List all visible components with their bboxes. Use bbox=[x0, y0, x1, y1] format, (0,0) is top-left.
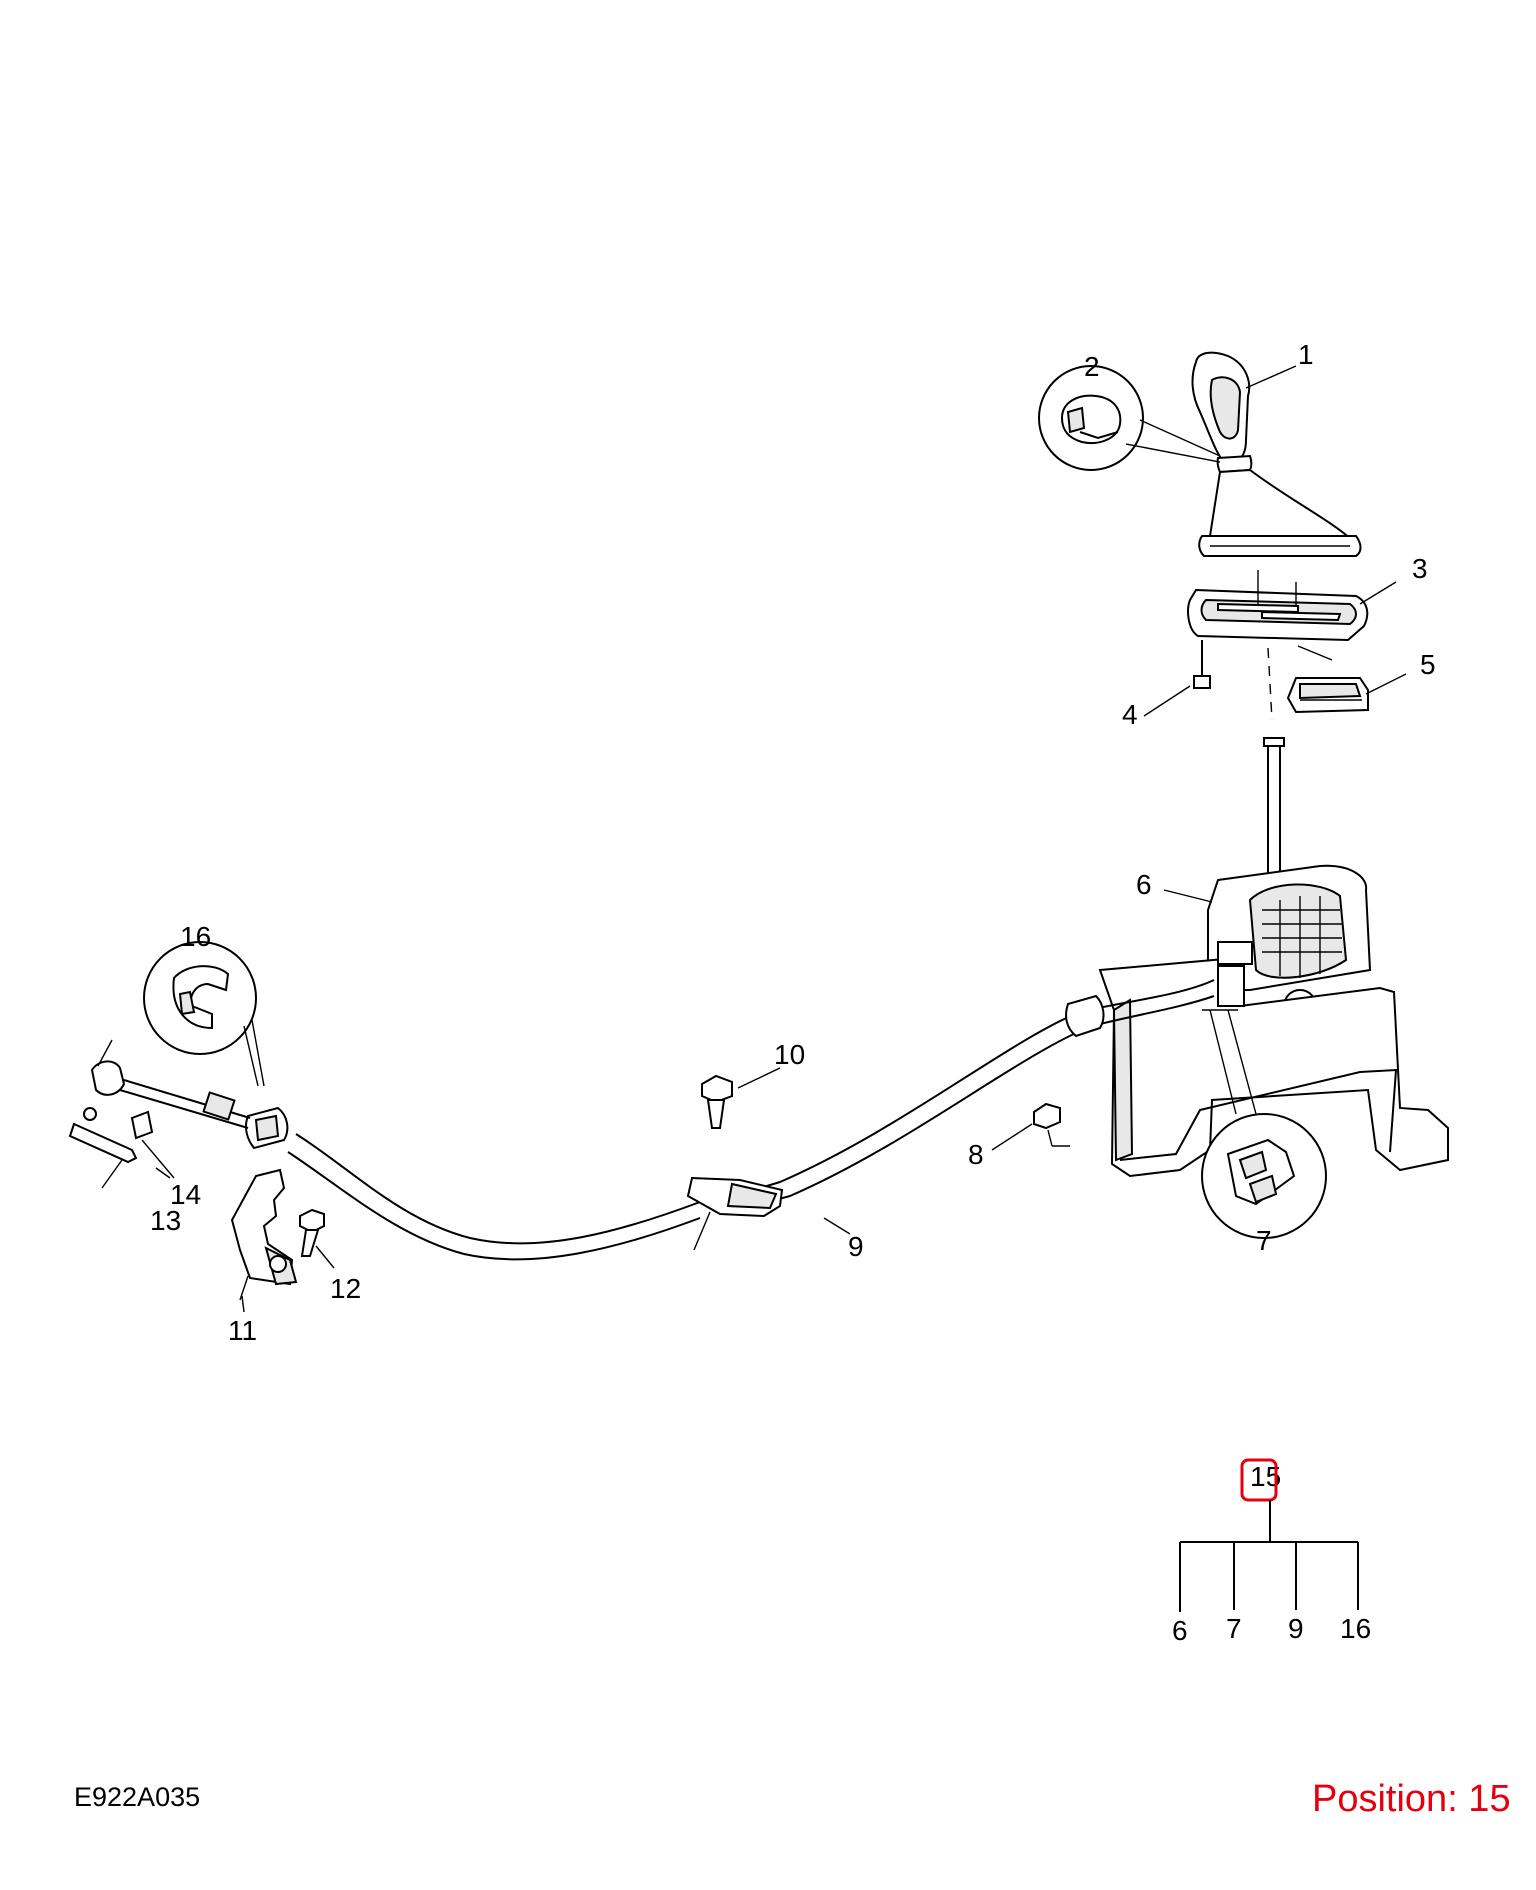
callout-10: 10 bbox=[774, 1039, 805, 1070]
diagram-reference-code: E922A035 bbox=[74, 1782, 201, 1812]
assembly-child-6[interactable]: 6 bbox=[1172, 1615, 1188, 1646]
callout-9: 9 bbox=[848, 1231, 864, 1262]
callout-13: 13 bbox=[150, 1205, 181, 1236]
callout-leader-lines bbox=[141, 365, 1407, 1313]
cable-retaining-clip-detail[interactable] bbox=[1201, 1009, 1327, 1239]
assembly-tree: 15 6 7 9 16 bbox=[1172, 1458, 1371, 1646]
gear-selector-housing-part[interactable] bbox=[1098, 737, 1449, 1178]
callout-1: 1 bbox=[1298, 339, 1314, 370]
callout-8: 8 bbox=[968, 1139, 984, 1170]
callout-7: 7 bbox=[1256, 1225, 1272, 1256]
callout-5: 5 bbox=[1420, 649, 1436, 680]
callout-11: 11 bbox=[228, 1315, 257, 1346]
callout-4: 4 bbox=[1122, 699, 1138, 730]
selector-lever-part[interactable] bbox=[68, 1107, 138, 1189]
position-indicator: Position: 15 bbox=[1312, 1778, 1511, 1820]
gear-knob-boot-part[interactable] bbox=[1191, 351, 1362, 557]
assembly-child-9[interactable]: 9 bbox=[1288, 1613, 1304, 1644]
callout-2: 2 bbox=[1084, 351, 1100, 382]
shift-gate-bezel-part[interactable] bbox=[1187, 570, 1369, 661]
shift-cable-part[interactable] bbox=[90, 979, 1215, 1261]
housing-nut-part[interactable] bbox=[1033, 1102, 1070, 1147]
callout-14: 14 bbox=[170, 1179, 201, 1210]
cable-clip-detail[interactable] bbox=[143, 941, 265, 1087]
selected-position-highlight bbox=[1240, 1458, 1278, 1502]
indicator-module-part[interactable] bbox=[1286, 677, 1369, 714]
lever-bushing-part[interactable] bbox=[130, 1110, 154, 1140]
assembly-child-7[interactable]: 7 bbox=[1226, 1613, 1242, 1644]
callout-6: 6 bbox=[1136, 869, 1152, 900]
bezel-screw-part[interactable] bbox=[1193, 640, 1211, 689]
bracket-bolt-part[interactable] bbox=[299, 1208, 325, 1257]
cable-bracket-bolt-part[interactable] bbox=[701, 1074, 733, 1129]
shift-axis-dashed-line bbox=[1267, 647, 1273, 721]
cable-support-bracket-part[interactable] bbox=[230, 1168, 298, 1301]
callout-12: 12 bbox=[330, 1273, 361, 1304]
callout-16: 16 bbox=[180, 921, 211, 952]
boot-clip-detail[interactable] bbox=[1038, 365, 1221, 471]
assembly-child-16[interactable]: 16 bbox=[1340, 1613, 1371, 1644]
callout-3: 3 bbox=[1412, 553, 1428, 584]
